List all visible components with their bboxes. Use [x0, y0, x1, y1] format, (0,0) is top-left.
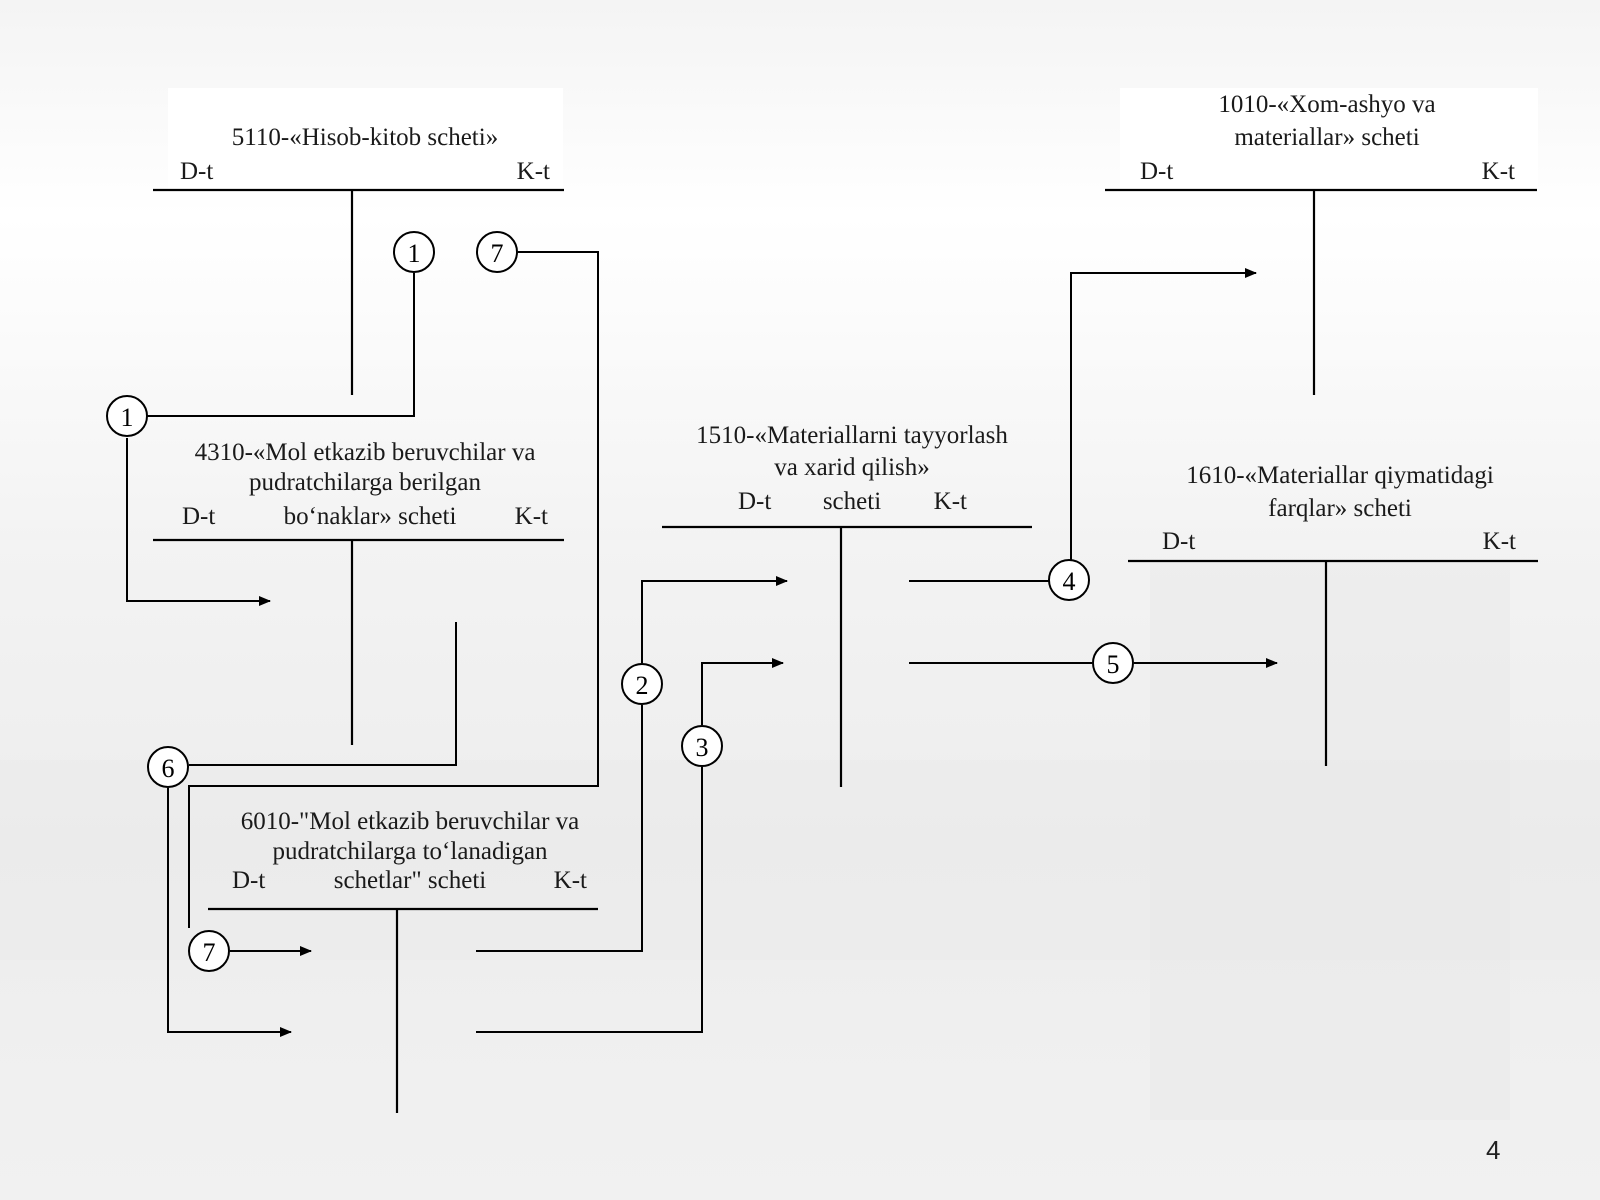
entry-3-marker: 3: [681, 725, 723, 767]
account-1010-title-line1: 1010-«Xom-ashyo va: [1218, 91, 1435, 118]
account-6010-title-line1: 6010-"Mol etkazib beruvchilar va: [241, 808, 580, 835]
entry-6-arrow-to-6010: [167, 788, 292, 1037]
entry-1-number: 1: [408, 239, 421, 268]
entry-7-marker-bottom: 7: [188, 930, 230, 972]
account-6010-middle-label: schetlar" scheti: [334, 867, 487, 894]
entry-5-marker: 5: [1092, 642, 1134, 684]
entry-1-marker-top: 1: [393, 231, 435, 273]
account-6010-title-line2: pudratchilarga to‘lanadigan: [272, 838, 548, 865]
account-6010-debit-label: D-t: [232, 867, 265, 894]
account-5110-debit-label: D-t: [180, 158, 213, 185]
account-1010-header-bg: [1120, 88, 1538, 190]
entry-5-number: 5: [1107, 650, 1120, 679]
entry-1-connector-top: [147, 273, 415, 417]
account-1510-debit-label: D-t: [738, 488, 771, 515]
entry-7-number: 7: [203, 938, 216, 967]
account-1010-title-line2: materiallar» scheti: [1234, 124, 1419, 151]
entry-2-number: 2: [636, 671, 649, 700]
entry-3-number: 3: [696, 733, 709, 762]
account-1610-credit-label: K-t: [1483, 528, 1516, 555]
entry-6-number: 6: [162, 754, 175, 783]
account-4310-middle-label: bo‘naklar» scheti: [284, 503, 457, 530]
account-1610-debit-label: D-t: [1162, 528, 1195, 555]
account-1510-title-line1: 1510-«Materiallarni tayyorlash: [696, 422, 1008, 449]
account-1610-title-line1: 1610-«Materiallar qiymatidagi: [1186, 462, 1494, 489]
account-4310-title-line2: pudratchilarga berilgan: [249, 469, 482, 496]
t-account-4310: 4310-«Mol etkazib beruvchilar va pudratc…: [153, 439, 564, 745]
account-1510-middle-label: scheti: [823, 488, 881, 515]
account-4310-credit-label: K-t: [515, 503, 548, 530]
account-6010-credit-label: K-t: [554, 867, 587, 894]
account-1510-credit-label: K-t: [934, 488, 967, 515]
account-4310-debit-label: D-t: [182, 503, 215, 530]
entry-6-marker: 6: [147, 746, 189, 788]
t-account-5110: 5110-«Hisob-kitob scheti» D-t K-t: [153, 124, 564, 395]
entry-1-marker-left: 1: [106, 395, 148, 437]
account-1010-credit-label: K-t: [1482, 158, 1515, 185]
entry-3-arrow-to-1510: [701, 658, 784, 725]
account-5110-title: 5110-«Hisob-kitob scheti»: [232, 124, 498, 151]
account-5110-header-bg: [168, 88, 563, 190]
entry-2-connector-lower: [476, 705, 643, 952]
entry-4-number: 4: [1063, 567, 1076, 596]
account-1610-title-line2: farqlar» scheti: [1268, 495, 1412, 522]
account-5110-credit-label: K-t: [517, 158, 550, 185]
account-1510-title-line2: va xarid qilish»: [774, 454, 930, 481]
entry-3-connector-lower: [476, 767, 703, 1033]
entry-7-marker-top: 7: [476, 231, 518, 273]
account-1010-debit-label: D-t: [1140, 158, 1173, 185]
t-account-1010: 1010-«Xom-ashyo va materiallar» scheti D…: [1105, 91, 1537, 395]
entry-4-arrow-to-1010: [1070, 268, 1257, 560]
entry-2-marker: 2: [621, 663, 663, 705]
t-account-1610: 1610-«Materiallar qiymatidagi farqlar» s…: [1128, 462, 1538, 766]
entry-6-connector: [189, 622, 457, 766]
account-4310-title-line1: 4310-«Mol etkazib beruvchilar va: [195, 439, 536, 466]
entry-7-connector: [188, 251, 599, 928]
entry-2-arrow-to-1510: [641, 576, 788, 663]
entry-1-number: 1: [121, 403, 134, 432]
entry-1-arrow-to-4310: [126, 438, 271, 606]
entry-4-marker: 4: [1048, 559, 1090, 601]
background-shade: [1150, 560, 1510, 1120]
page-number: 4: [1486, 1135, 1501, 1165]
t-account-6010: 6010-"Mol etkazib beruvchilar va pudratc…: [208, 808, 598, 1113]
entry-7-number: 7: [491, 239, 504, 268]
t-account-1510: 1510-«Materiallarni tayyorlash va xarid …: [662, 422, 1032, 787]
background-shade: [0, 760, 1600, 960]
